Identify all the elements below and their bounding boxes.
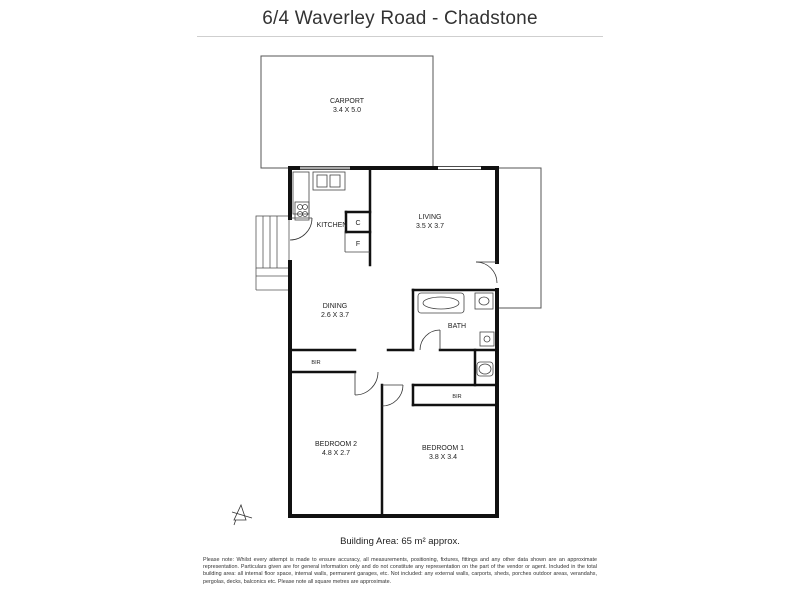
outdoor-area-outline	[497, 167, 542, 309]
building-area: Building Area: 65 m² approx.	[340, 536, 460, 547]
bedroom2-label: BEDROOM 2	[315, 441, 357, 448]
living-size: 3.5 X 3.7	[416, 223, 444, 230]
bedroom1-size: 3.8 X 3.4	[429, 454, 457, 461]
exterior-walls	[288, 166, 499, 518]
entry-steps	[255, 215, 290, 291]
dining-label: DINING	[323, 303, 348, 310]
windows	[298, 166, 483, 170]
kitchen-fixtures	[292, 171, 370, 253]
interior-walls	[288, 166, 499, 518]
dining-size: 2.6 X 3.7	[321, 312, 349, 319]
disclaimer-text: Please note: Whilst every attempt is mad…	[203, 557, 597, 585]
bath-fixtures	[417, 292, 495, 377]
page-title: 6/4 Waverley Road - Chadstone	[262, 8, 538, 29]
carport-size: 3.4 X 5.0	[333, 107, 361, 114]
carport-outline	[260, 55, 434, 169]
bath-label: BATH	[448, 323, 466, 330]
fridge-label: F	[356, 241, 360, 248]
carport-label: CARPORT	[330, 98, 365, 105]
living-label: LIVING	[419, 214, 442, 221]
door-swings	[289, 217, 498, 407]
north-arrow-icon	[231, 503, 253, 526]
title-divider	[197, 36, 603, 37]
bir-right-label: BIR	[452, 394, 461, 400]
bedroom2-size: 4.8 X 2.7	[322, 450, 350, 457]
kitchen-label: KITCHEN	[317, 222, 348, 229]
bir-left-label: BIR	[311, 360, 320, 366]
cupboard-label: C	[355, 220, 360, 227]
bedroom1-label: BEDROOM 1	[422, 445, 464, 452]
